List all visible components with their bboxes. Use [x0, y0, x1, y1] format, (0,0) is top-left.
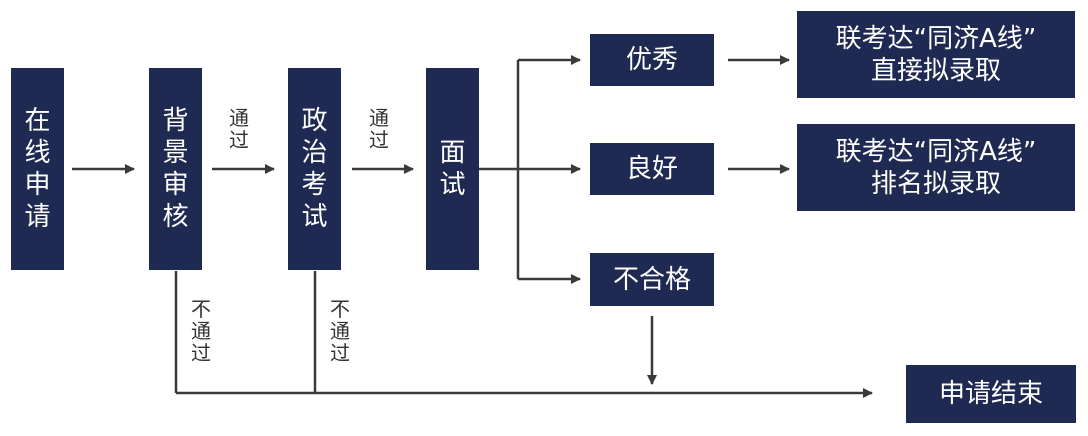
node-background: 背景审核	[149, 68, 202, 270]
result-excellent-line2: 直接拟录取	[870, 55, 1001, 86]
result-excellent-line1: 联考达“同济A线”	[835, 23, 1037, 54]
node-end: 申请结束	[906, 365, 1076, 423]
node-interview: 面试	[426, 68, 479, 270]
edge-label-nopass-2: 不通过	[330, 297, 350, 365]
node-apply: 在线申请	[11, 68, 64, 270]
node-apply-label: 在线申请	[24, 106, 51, 232]
edge-label-nopass-1: 不通过	[191, 297, 211, 365]
node-end-label: 申请结束	[938, 379, 1043, 409]
node-interview-label: 面试	[439, 138, 466, 200]
node-excellent: 优秀	[590, 34, 714, 86]
node-good: 良好	[590, 143, 714, 195]
node-political: 政治考试	[288, 68, 341, 270]
node-background-label: 背景审核	[162, 106, 189, 232]
node-fail: 不合格	[590, 253, 714, 306]
edge-label-pass-2: 通过	[369, 106, 389, 152]
node-result-good: 联考达“同济A线” 排名拟录取	[797, 124, 1075, 211]
result-good-line2: 排名拟录取	[870, 168, 1001, 199]
node-fail-label: 不合格	[612, 264, 691, 295]
node-result-excellent: 联考达“同济A线” 直接拟录取	[797, 11, 1075, 98]
node-excellent-label: 优秀	[625, 45, 678, 75]
node-political-label: 政治考试	[301, 106, 328, 232]
result-good-line1: 联考达“同济A线”	[835, 136, 1037, 167]
node-good-label: 良好	[625, 154, 678, 184]
edge-label-pass-1: 通过	[229, 106, 249, 152]
